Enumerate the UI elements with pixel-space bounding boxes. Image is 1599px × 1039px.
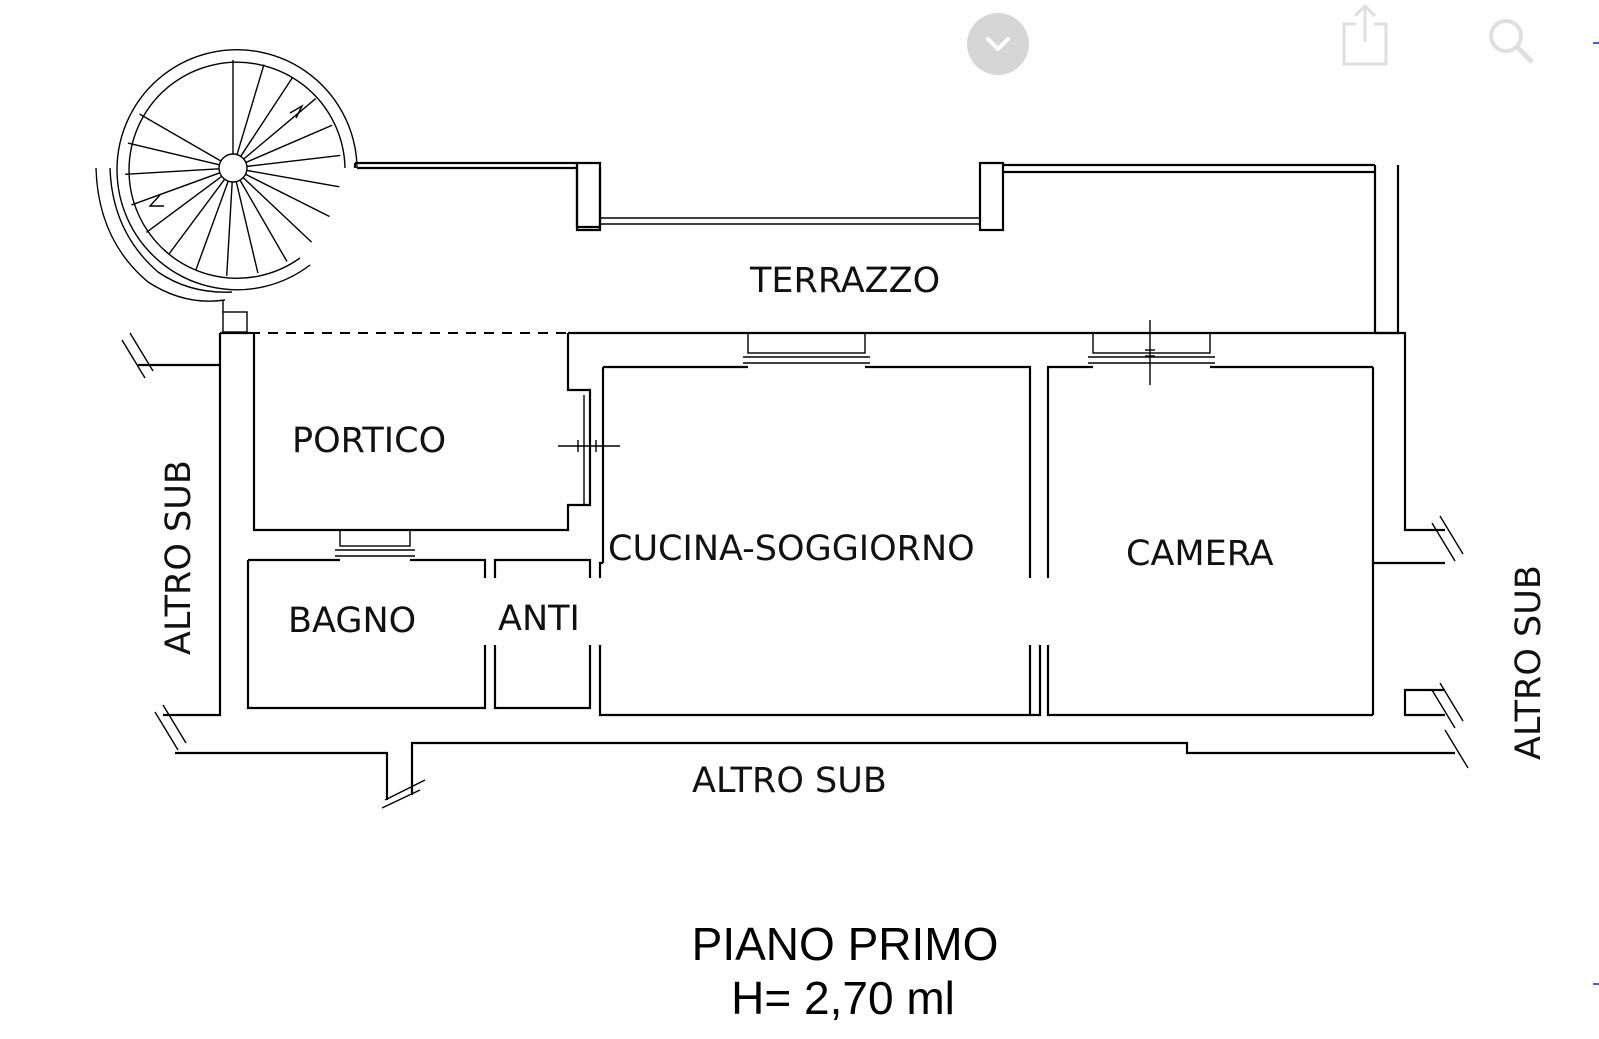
stair-step-line: [226, 181, 233, 276]
stair-step-line: [127, 142, 220, 166]
stair-step-line: [236, 64, 265, 155]
room-label-cucina-soggiorno: CUCINA-SOGGIORNO: [608, 529, 975, 569]
stair-step-line: [239, 179, 288, 262]
terrace-parapet: [250, 161, 1400, 335]
room-label-altro-sub-left: ALTRO SUB: [159, 460, 199, 655]
stair-step-line: [139, 113, 222, 162]
stair-step-line: [245, 124, 333, 164]
room-label-portico: PORTICO: [292, 421, 446, 461]
edge-accent-mark: [1593, 983, 1599, 985]
stair-step-line: [167, 178, 226, 256]
share-icon[interactable]: [1338, 2, 1392, 68]
stair-step-line: [240, 77, 293, 157]
interior-walls: [248, 365, 1373, 715]
stair-step-line: [125, 168, 220, 175]
plan-height: H= 2,70 ml: [731, 972, 955, 1024]
room-label-camera: CAMERA: [1126, 534, 1274, 574]
stair-step-line: [243, 98, 317, 160]
spiral-staircase: [95, 49, 358, 333]
openings: [335, 320, 1215, 557]
chevron-down-icon: [986, 37, 1010, 51]
stair-step-line: [245, 173, 330, 218]
stair-step-line: [246, 154, 341, 168]
edge-accent-mark: [1593, 42, 1599, 44]
collapse-button[interactable]: [967, 13, 1029, 75]
room-label-altro-sub-bottom: ALTRO SUB: [692, 761, 887, 801]
stair-step-line: [131, 172, 221, 206]
plan-title: PIANO PRIMO: [692, 918, 999, 970]
stair-step-line: [242, 177, 313, 243]
stair-step-line: [145, 175, 223, 234]
break-marks: [121, 332, 1469, 809]
room-label-bagno: BAGNO: [288, 601, 416, 641]
room-label-terrazzo: TERRAZZO: [749, 261, 940, 301]
room-label-altro-sub-right: ALTRO SUB: [1509, 565, 1549, 760]
search-icon[interactable]: [1486, 16, 1536, 66]
room-label-anti: ANTI: [498, 599, 580, 639]
stair-step-line: [235, 181, 259, 274]
stair-step-line: [195, 180, 229, 270]
outer-walls: [138, 331, 1455, 800]
stair-step-line: [246, 169, 340, 188]
